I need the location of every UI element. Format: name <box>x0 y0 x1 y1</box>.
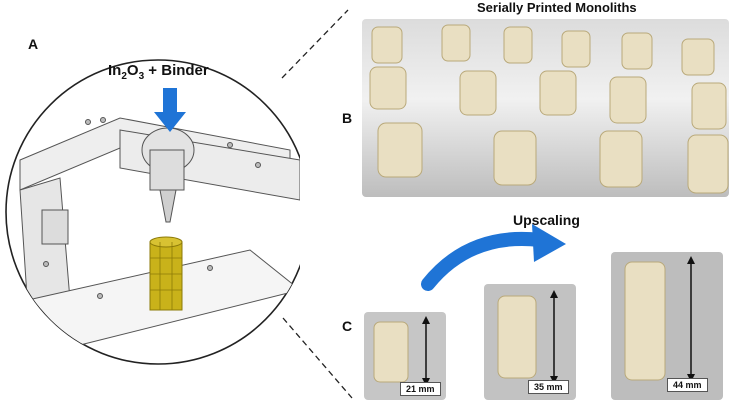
printer-circle-illustration <box>5 59 300 365</box>
panel-a: A In2O3 + Binder <box>0 0 300 400</box>
extruder-body <box>149 149 185 191</box>
upper-connector-line <box>281 9 349 79</box>
sample-photo-small: 21 mm <box>364 312 446 400</box>
sample-photo-large: 44 mm <box>611 252 723 400</box>
panel-b-letter: B <box>342 110 353 126</box>
printed-monolith-part <box>149 236 183 311</box>
monolith-array <box>369 24 729 194</box>
printer-side-box <box>41 209 69 245</box>
upscaling-label: Upscaling <box>513 212 580 228</box>
reagent-label: In2O3 + Binder <box>108 62 209 82</box>
panel-b-title: Serially Printed Monoliths <box>477 0 637 15</box>
extruder-nozzle <box>159 189 177 223</box>
feed-down-arrow <box>154 88 186 132</box>
sample-photo-medium: 35 mm <box>484 284 576 400</box>
monoliths-photo <box>362 19 729 197</box>
panel-a-letter: A <box>28 36 39 52</box>
size-label-medium: 35 mm <box>528 380 569 394</box>
size-label-large: 44 mm <box>667 378 708 392</box>
lower-connector-line <box>282 317 353 399</box>
size-label-small: 21 mm <box>400 382 441 396</box>
panel-c-letter: C <box>342 318 353 334</box>
